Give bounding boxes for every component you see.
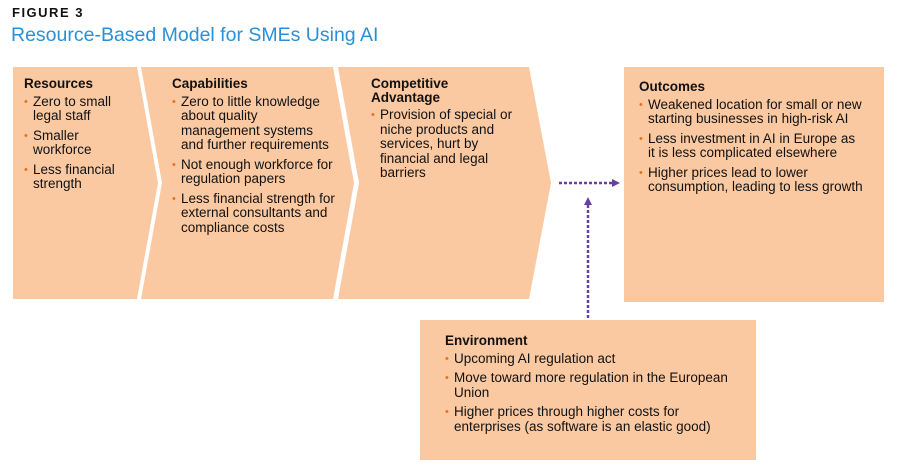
- competitive-advantage-heading: Competitive Advantage: [371, 76, 449, 105]
- competitive-advantage-list: • Provision of special or niche products …: [371, 107, 521, 181]
- bullet-icon: •: [24, 163, 28, 176]
- resources-box: [13, 67, 158, 299]
- list-item-text: Less financial strength: [33, 161, 115, 191]
- outcomes-list: • Weakened location for small or new star…: [639, 96, 864, 195]
- capabilities-box: [141, 67, 354, 299]
- outcomes-heading: Outcomes: [639, 79, 706, 94]
- competitive-advantage-box: [338, 67, 551, 299]
- list-item-text: Smaller workforce: [33, 127, 92, 157]
- list-item: • Less financial strength: [24, 161, 134, 192]
- competitive-advantage-block: Competitive Advantage • Provision of spec…: [371, 77, 521, 186]
- list-item-text: Move toward more regulation in the Europ…: [454, 370, 728, 400]
- figure-title: Resource-Based Model for SMEs Using AI: [11, 24, 379, 46]
- list-item: • Weakened location for small or new star…: [639, 96, 864, 127]
- resources-list: • Zero to small legal staff • Smaller work…: [24, 93, 134, 192]
- environment-block: Environment • Upcoming AI regulation act …: [445, 334, 745, 439]
- list-item: • Move toward more regulation in the Euro…: [445, 370, 745, 400]
- bullet-icon: •: [445, 372, 449, 384]
- list-item-text: Zero to little knowledge about quality m…: [181, 93, 329, 152]
- list-item-text: Higher prices through higher costs for e…: [454, 404, 711, 434]
- list-item-text: Zero to small legal staff: [33, 93, 112, 123]
- list-item-text: Less investment in AI in Europe as it is…: [648, 130, 856, 160]
- list-item: • Smaller workforce: [24, 127, 134, 158]
- bullet-icon: •: [639, 166, 643, 179]
- capabilities-list: • Zero to little knowledge about quality …: [172, 93, 337, 236]
- capabilities-heading: Capabilities: [172, 76, 248, 91]
- list-item: • Higher prices lead to lower consumption…: [639, 164, 864, 195]
- list-item: • Zero to small legal staff: [24, 93, 134, 124]
- environment-heading: Environment: [445, 333, 528, 348]
- bullet-icon: •: [445, 406, 449, 418]
- figure-label: FIGURE 3: [12, 5, 84, 20]
- bullet-icon: •: [172, 158, 176, 171]
- list-item: • Zero to little knowledge about quality …: [172, 93, 337, 153]
- list-item-text: Provision of special or niche products a…: [380, 107, 513, 180]
- resources-block: Resources • Zero to small legal staff • Sm…: [24, 77, 134, 197]
- bullet-icon: •: [371, 109, 375, 121]
- resources-heading: Resources: [24, 76, 94, 91]
- list-item: • Higher prices through higher costs for …: [445, 404, 745, 434]
- bullet-icon: •: [445, 352, 449, 365]
- capabilities-block: Capabilities • Zero to little knowledge a…: [172, 77, 337, 240]
- list-item: • Less financial strength for external co…: [172, 190, 337, 236]
- bullet-icon: •: [639, 132, 643, 145]
- environment-box: [420, 320, 756, 460]
- environment-list: • Upcoming AI regulation act • Move toward…: [445, 350, 745, 435]
- list-item-text: Less financial strength for external con…: [181, 190, 335, 235]
- list-item-text: Upcoming AI regulation act: [454, 350, 616, 366]
- list-item-text: Higher prices lead to lower consumption,…: [648, 164, 863, 194]
- list-item: • Less investment in AI in Europe as it i…: [639, 130, 864, 161]
- list-item-text: Not enough workforce for regulation pape…: [181, 156, 333, 186]
- list-item-text: Weakened location for small or new start…: [648, 96, 862, 126]
- list-item: • Upcoming AI regulation act: [445, 350, 745, 367]
- outcomes-block: Outcomes • Weakened location for small or…: [639, 80, 864, 200]
- bullet-icon: •: [24, 95, 28, 108]
- bullet-icon: •: [639, 98, 643, 111]
- bullet-icon: •: [172, 95, 176, 108]
- list-item: • Provision of special or niche products …: [371, 107, 521, 181]
- bullet-icon: •: [172, 192, 176, 205]
- bullet-icon: •: [24, 129, 28, 142]
- list-item: • Not enough workforce for regulation pap…: [172, 156, 337, 187]
- outcomes-box: [624, 67, 884, 302]
